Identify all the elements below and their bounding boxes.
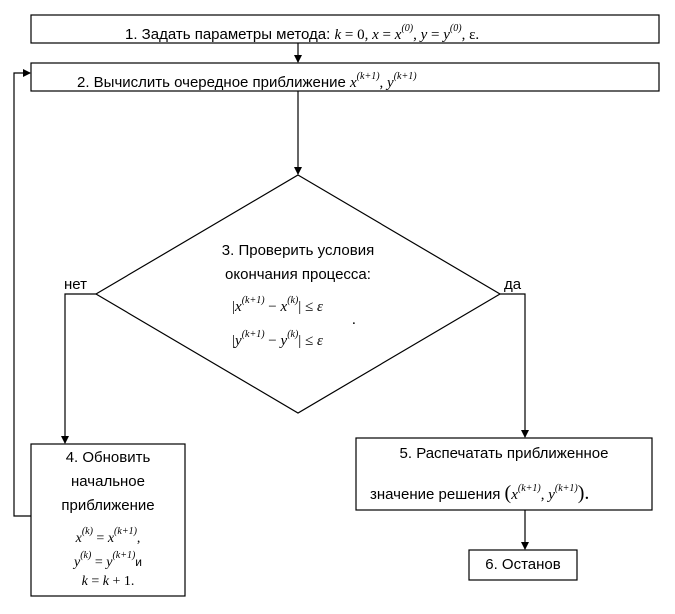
step-3-trailing-dot: . <box>352 312 356 328</box>
step-1-eq0: = 0, <box>341 27 373 43</box>
f3-eq: = <box>87 574 103 589</box>
cond1-x1: x <box>235 299 242 315</box>
f1-as: (k) <box>81 526 93 537</box>
step-5-x: x <box>511 487 518 503</box>
step-1-tail: , ε. <box>461 27 480 43</box>
step-5-paren-open: ( <box>504 482 512 504</box>
branch-no-label: нет <box>64 276 87 293</box>
step-1-y: y <box>420 27 428 43</box>
step-1-sup0: (0) <box>401 23 414 34</box>
step-5-comma: , <box>540 487 549 503</box>
f1-a: x <box>75 531 82 546</box>
cond2-s1: (k+1) <box>241 329 265 340</box>
cond2-le: ≤ <box>301 333 318 349</box>
step-5-xs: (k+1) <box>517 483 541 494</box>
step-1-x2: x <box>394 27 402 43</box>
step-1-comma: , <box>413 27 421 43</box>
arrow-no-branch <box>61 293 96 444</box>
step-5-label: значение решения <box>370 486 501 503</box>
box-step-4 <box>30 443 186 597</box>
step-6-label: 6. Останов <box>485 556 561 573</box>
step-1-sup0y: (0) <box>449 23 462 34</box>
f1-eq: = <box>92 531 108 546</box>
step-1-text: 1. Задать параметры метода: k = 0, x = x… <box>125 18 479 46</box>
step-2-y: y <box>387 75 394 91</box>
cond2-minus: − <box>264 333 281 349</box>
cond1-bar-close: | <box>298 299 302 315</box>
step-1-eqy: = <box>427 27 444 43</box>
cond2-bar-close: | <box>298 333 302 349</box>
f3-k2: k <box>102 574 109 589</box>
f3-k: k <box>81 574 88 589</box>
step-5-line2: значение решения (x(k+1), y(k+1)). <box>370 478 589 506</box>
cond1-eps: ε <box>317 299 323 315</box>
branch-yes-label: да <box>504 276 522 293</box>
f2-tail: и <box>135 555 142 569</box>
box-step-2 <box>30 62 660 92</box>
f3-tail: + 1. <box>108 574 135 589</box>
cond2-s2: (k) <box>287 329 299 340</box>
step-4-formula-2: y(k) = y(k+1)и <box>31 545 185 574</box>
f1-tail: , <box>136 531 141 546</box>
step-5-ys: (k+1) <box>554 483 578 494</box>
f2-as: (k) <box>80 550 92 561</box>
arrow-loop-back <box>13 69 31 517</box>
f2-a: y <box>73 555 81 570</box>
step-2-ysup: (k+1) <box>393 71 417 82</box>
box-step-6 <box>468 549 578 581</box>
step-1-label: 1. Задать параметры метода: <box>125 26 331 43</box>
cond1-le: ≤ <box>301 299 318 315</box>
step-4-line1: 4. Обновить <box>65 449 151 466</box>
step-5-y: y <box>548 487 555 503</box>
cond1-bar-open: | <box>232 299 236 315</box>
step-1-k: k <box>334 27 342 43</box>
f2-bs: (k+1) <box>112 550 136 561</box>
step-3-line1: 3. Проверить условия <box>221 242 375 259</box>
step-1-x: x <box>372 27 379 43</box>
step-2-xsup: (k+1) <box>356 71 380 82</box>
f1-b: x <box>107 531 115 546</box>
step-5-paren-close: ). <box>577 482 590 504</box>
step-4-line2: начальное <box>71 473 145 490</box>
diamond-step-3 <box>94 174 502 414</box>
box-step-5 <box>355 437 653 511</box>
cond2-y1: y <box>235 333 242 349</box>
step-1-y2: y <box>443 27 450 43</box>
step-2-x: x <box>350 75 357 91</box>
arrow-yes-branch <box>500 293 529 438</box>
box-step-1 <box>30 14 660 44</box>
step-5-line1: 5. Распечатать приближенное <box>399 445 609 462</box>
step-3-condition-2: |y(k+1) − y(k)| ≤ ε <box>232 324 323 352</box>
step-3-condition-1: |x(k+1) − x(k)| ≤ ε <box>232 290 323 318</box>
step-2-text: 2. Вычислить очередное приближение x(k+1… <box>77 66 417 94</box>
cond1-s1: (k+1) <box>241 295 265 306</box>
cond2-eps: ε <box>317 333 323 349</box>
step-4-formula-1: x(k) = x(k+1), <box>31 521 185 550</box>
cond2-bar-open: | <box>232 333 236 349</box>
cond1-minus: − <box>264 299 281 315</box>
step-1-eq: = <box>378 27 395 43</box>
step-2-comma: , <box>379 75 388 91</box>
step-4-line3: приближение <box>61 497 155 514</box>
step-2-label: 2. Вычислить очередное приближение <box>77 74 346 91</box>
f2-b: y <box>106 555 113 570</box>
f2-eq: = <box>91 555 107 570</box>
step-3-line2: окончания процесса: <box>225 266 371 283</box>
cond1-x2: x <box>280 299 288 315</box>
f1-bs: (k+1) <box>114 526 137 537</box>
cond1-s2: (k) <box>287 295 299 306</box>
step-4-formula-3: k = k + 1. <box>31 569 185 593</box>
cond2-y2: y <box>280 333 288 349</box>
